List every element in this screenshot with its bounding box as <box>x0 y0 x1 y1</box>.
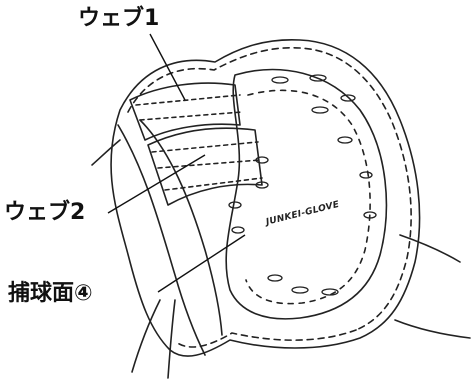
lace-end-right <box>399 234 461 263</box>
leader-web2 <box>107 154 206 214</box>
leader-web1 <box>149 33 186 101</box>
web2-panel <box>147 127 263 206</box>
label-web2: ウェブ2 <box>4 200 86 225</box>
thumb-inner-line <box>139 119 223 336</box>
pocket-outline <box>225 68 388 320</box>
web1-panel <box>129 82 241 141</box>
lace-end-left <box>131 299 161 373</box>
label-web1: ウェブ1 <box>78 6 160 31</box>
glove-outline <box>110 39 421 357</box>
outer-lacing <box>127 46 412 331</box>
lace-end-left-2 <box>167 299 176 379</box>
lace-end-right-2 <box>394 319 471 339</box>
label-pocket: 捕球面④ <box>8 281 93 306</box>
lace-slots <box>228 74 377 296</box>
bottom-lacing <box>175 329 357 348</box>
thumb-outer-line <box>117 124 206 356</box>
pocket-stitch <box>245 89 371 305</box>
lace-end-top <box>91 139 121 166</box>
leader-pocket <box>157 234 246 293</box>
web-lacing <box>135 94 263 191</box>
